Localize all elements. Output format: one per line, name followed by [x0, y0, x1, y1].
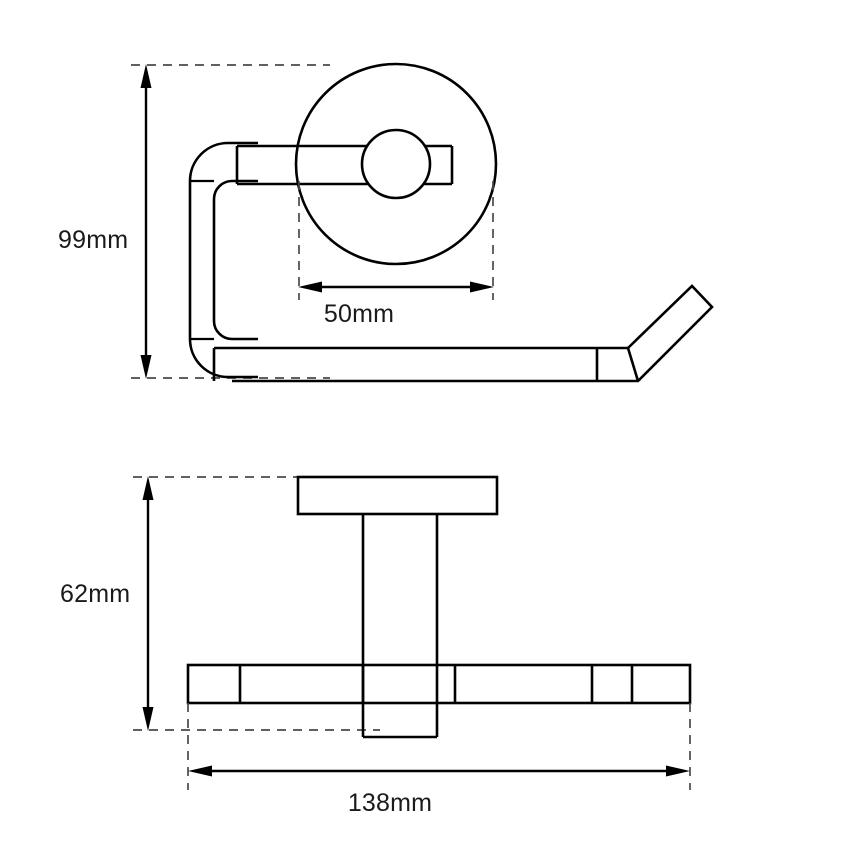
dimension-138mm [188, 765, 690, 777]
angled-tip-profile [597, 284, 714, 383]
dimension-99mm [140, 64, 152, 379]
wall-plate-bracket [188, 141, 258, 379]
bracket-inner-edge [212, 179, 258, 341]
extension-lines-99 [131, 64, 330, 379]
dim-arrow-down-62 [142, 707, 154, 731]
angled-tip-inner-fold [626, 347, 640, 382]
dim-arrow-down-99 [140, 355, 152, 379]
top-mounting-plate [296, 475, 499, 516]
dim-arrow-left-50 [298, 281, 322, 293]
extension-lines-138 [187, 703, 691, 790]
extension-lines-50 [298, 181, 494, 300]
dimension-62mm [142, 476, 154, 731]
angled-arm-tip [595, 284, 714, 383]
lower-arm [212, 346, 600, 383]
dimension-50mm [298, 281, 494, 293]
side-elevation-view: 99mm 50mm [58, 62, 714, 383]
horizontal-bar [186, 663, 692, 705]
dim-arrow-right-138 [666, 765, 690, 777]
dimension-label-62mm: 62mm [60, 580, 130, 608]
extension-lines-62 [133, 476, 380, 731]
dimension-label-99mm: 99mm [58, 226, 128, 254]
post-through-bar [361, 665, 439, 703]
dimension-label-138mm: 138mm [348, 789, 432, 817]
dim-arrow-up-99 [140, 64, 152, 88]
dim-arrow-up-62 [142, 476, 154, 500]
rosette-inner-circle [360, 128, 432, 200]
inner-boss-circle [360, 128, 432, 200]
bracket-outer-edge [188, 141, 258, 379]
hidden-edges [363, 664, 437, 704]
horizontal-bar-rect [186, 663, 692, 705]
plan-view: 62mm 138mm [60, 475, 692, 817]
dimension-label-50mm: 50mm [324, 300, 394, 328]
dim-arrow-left-138 [188, 765, 212, 777]
dim-arrow-right-50 [470, 281, 494, 293]
top-plate-rect [296, 475, 499, 516]
